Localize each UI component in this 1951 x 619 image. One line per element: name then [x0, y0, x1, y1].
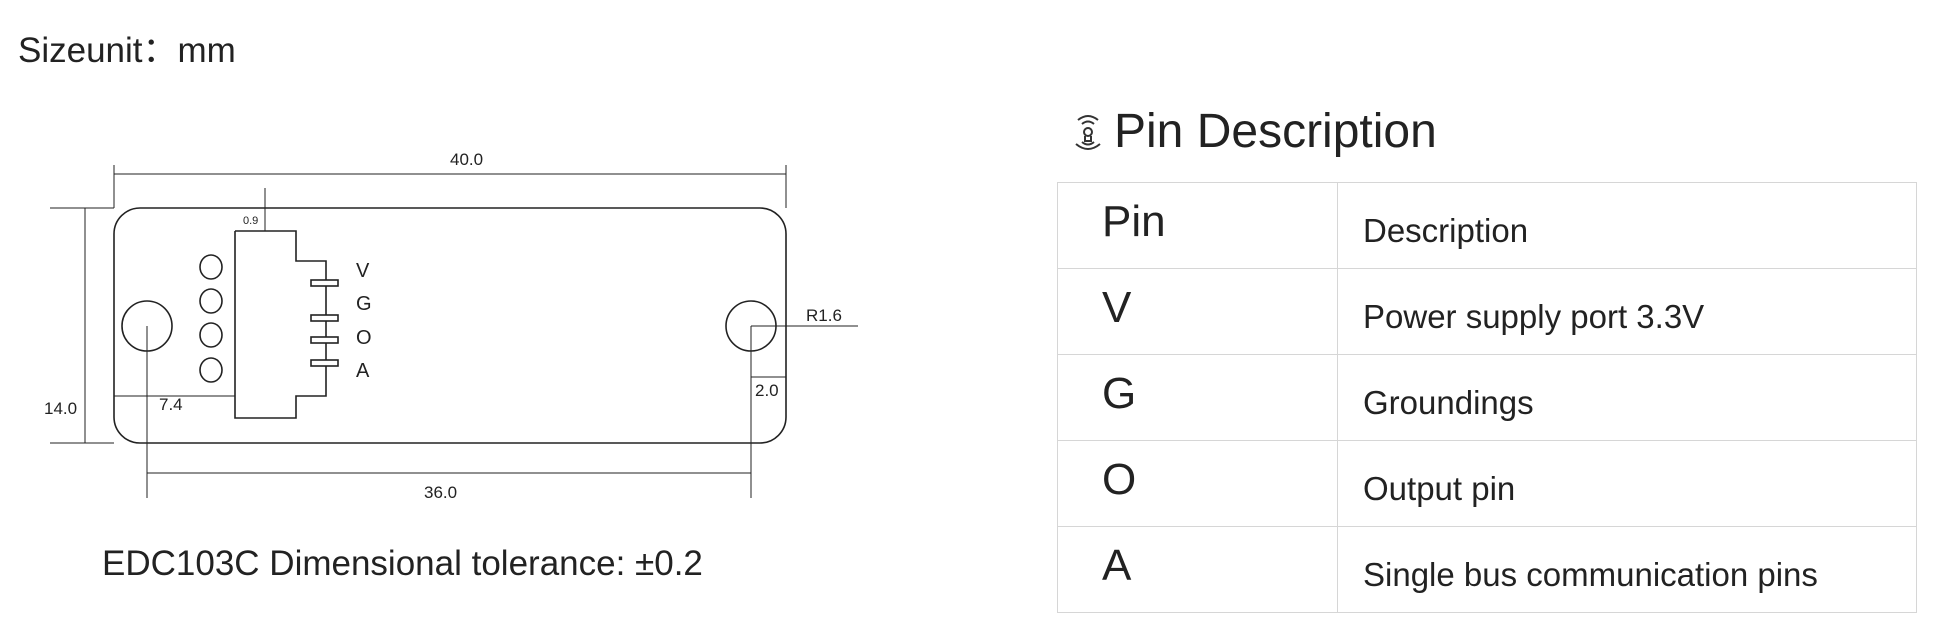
- pin-cell: O: [1057, 440, 1338, 527]
- table-row: G Groundings: [1057, 354, 1917, 441]
- section-title: Pin Description: [1114, 105, 1437, 158]
- connector-pads: [310, 279, 339, 367]
- dimension-lines: [50, 165, 858, 498]
- table-row: A Single bus communication pins: [1057, 526, 1917, 613]
- size-unit-label: Sizeunit：mm: [18, 31, 236, 70]
- dim-width: 40.0: [450, 150, 483, 169]
- description-cell: Output pin: [1337, 440, 1917, 527]
- pin-cell: G: [1057, 354, 1338, 441]
- table-row: O Output pin: [1057, 440, 1917, 527]
- dim-hole-radius: R1.6: [806, 306, 842, 325]
- dim-connector-top: 0.9: [243, 215, 258, 227]
- connector-outline: [234, 230, 327, 419]
- description-cell: Groundings: [1337, 354, 1917, 441]
- sensor-wave-icon: [1075, 114, 1101, 150]
- pin-description-table: Pin Description V Power supply port 3.3V…: [1057, 182, 1917, 613]
- pin-label-g: G: [356, 293, 372, 315]
- pin-holes: [199, 254, 223, 383]
- dim-height: 14.0: [44, 399, 77, 418]
- table-header-row: Pin Description: [1057, 182, 1917, 269]
- dim-connector-offset: 7.4: [159, 395, 183, 414]
- dim-hole-spacing: 36.0: [424, 483, 457, 502]
- pin-label-a: A: [356, 360, 370, 382]
- header-pin: Pin: [1057, 182, 1338, 269]
- description-cell: Single bus communication pins: [1337, 526, 1917, 613]
- pin-description-heading: Pin Description: [1070, 104, 1437, 159]
- tolerance-caption: EDC103C Dimensional tolerance: ±0.2: [102, 544, 703, 583]
- dim-hole-edge: 2.0: [755, 381, 779, 400]
- header-description: Description: [1337, 182, 1917, 269]
- pin-label-v: V: [356, 260, 370, 282]
- board-outline: [113, 207, 787, 444]
- pin-cell: V: [1057, 268, 1338, 355]
- description-cell: Power supply port 3.3V: [1337, 268, 1917, 355]
- dimension-drawing: 40.0 14.0 36.0 7.4 0.9 R1.6 2.0 V G O A: [44, 150, 858, 502]
- table-row: V Power supply port 3.3V: [1057, 268, 1917, 355]
- pin-label-o: O: [356, 327, 372, 349]
- pin-cell: A: [1057, 526, 1338, 613]
